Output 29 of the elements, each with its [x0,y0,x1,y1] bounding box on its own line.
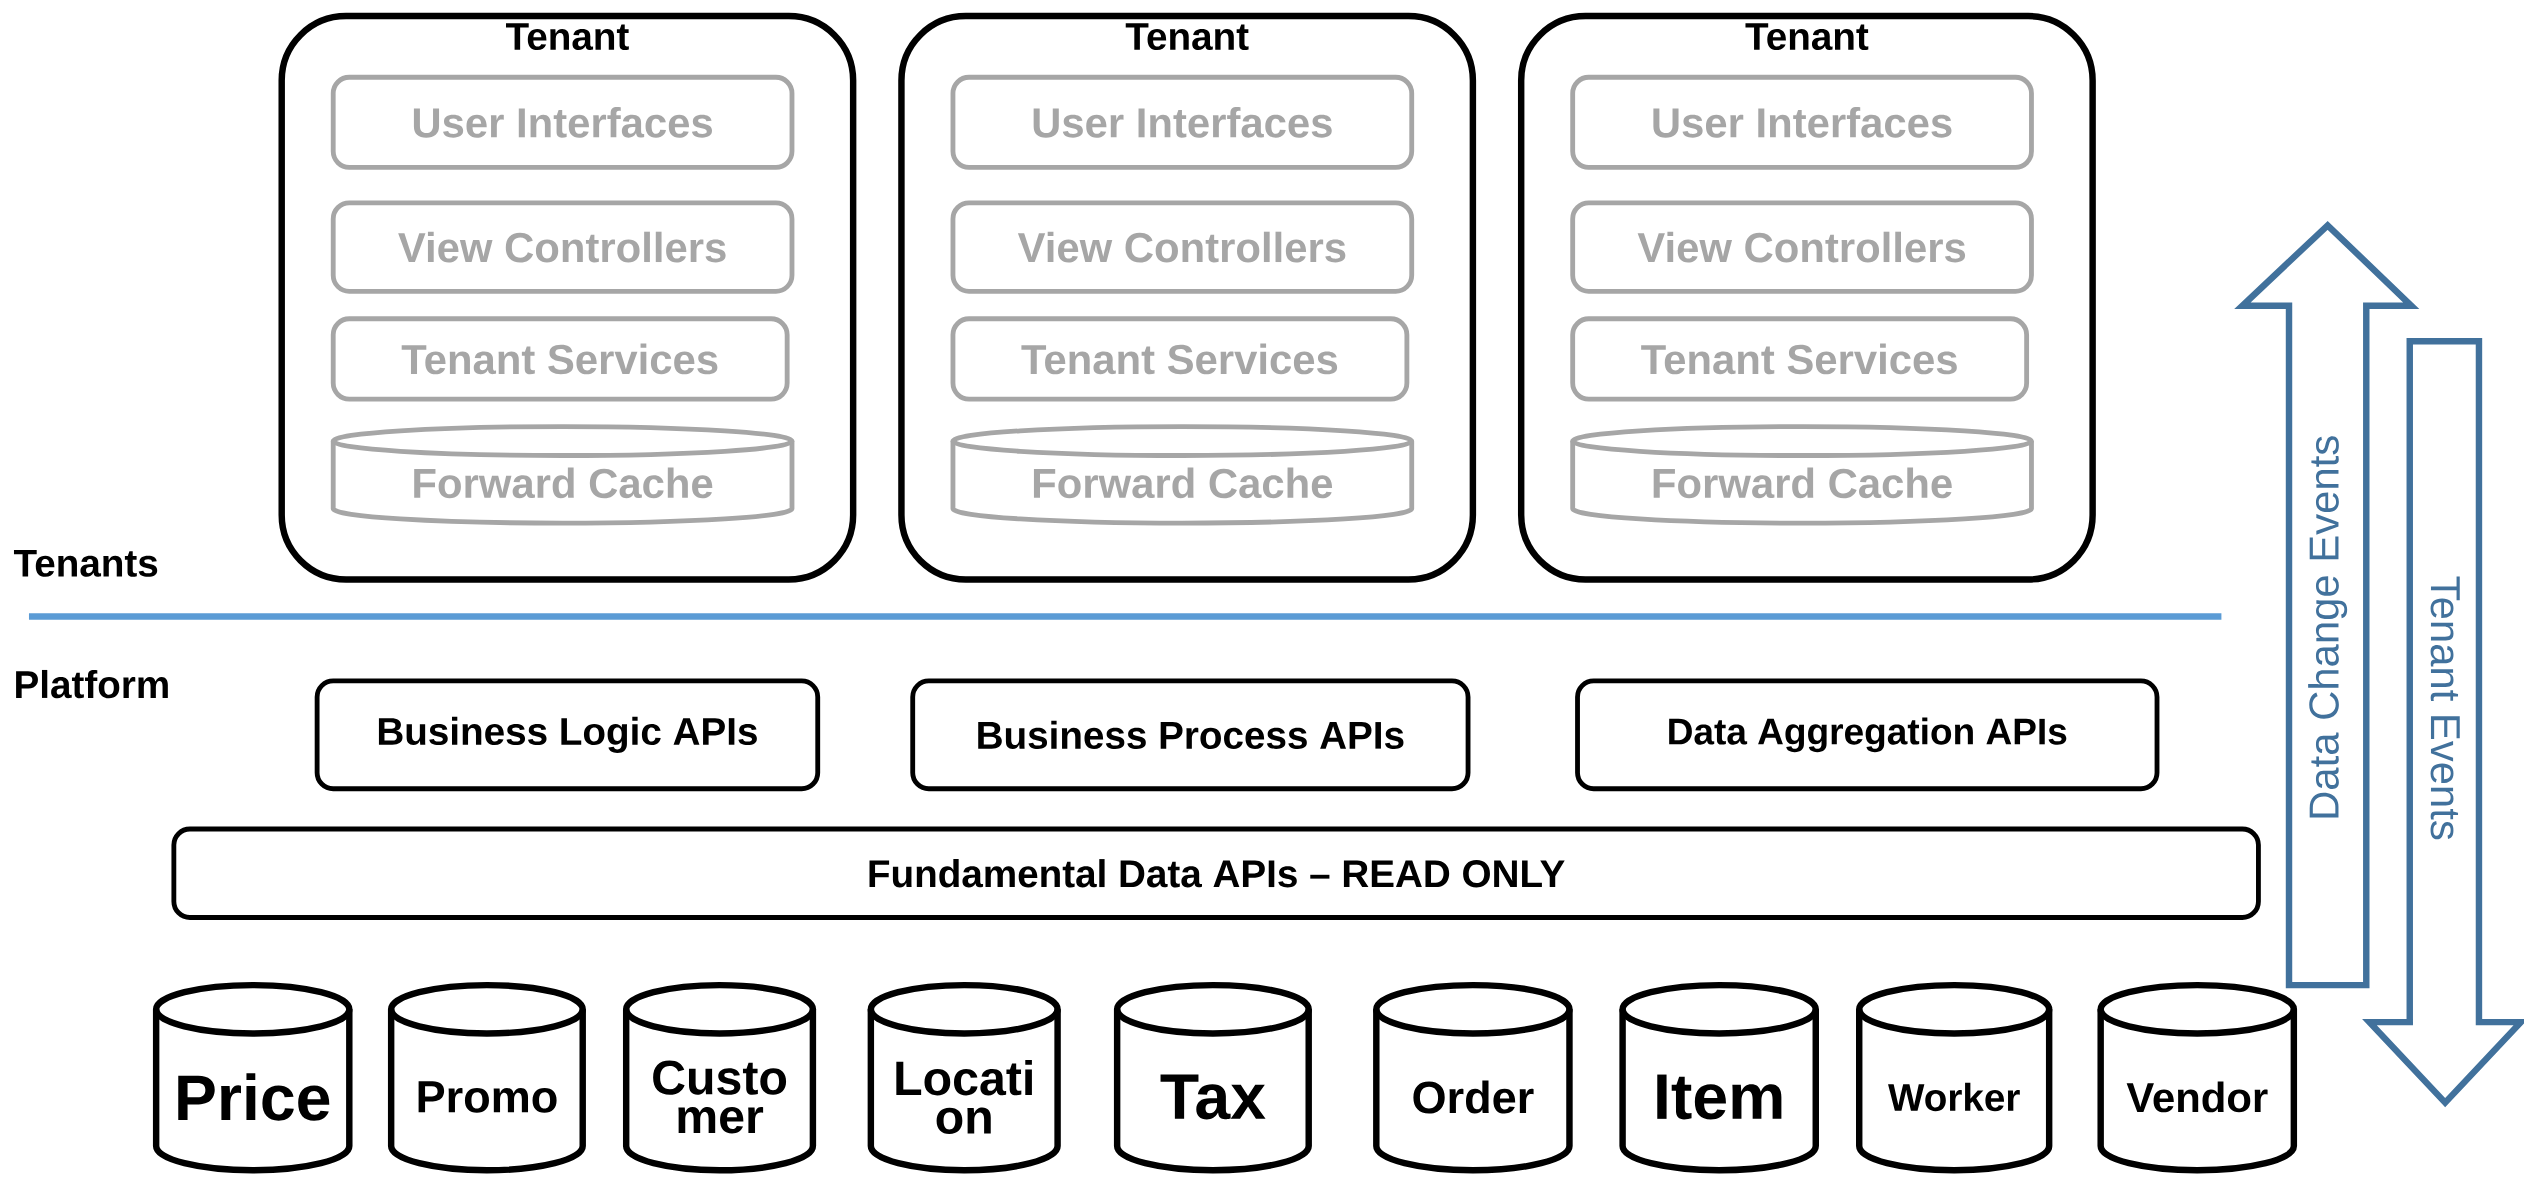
database-cylinder: Item [1619,982,1819,1174]
layer-box: View Controllers [330,200,795,294]
section-label: Platform [16,670,168,699]
database-cylinder: Locati on [867,982,1061,1174]
layer-box: Tenant Services [950,316,1410,402]
database-cylinder: Worker [1856,982,2053,1174]
cache-cylinder: Forward Cache [1570,424,2034,526]
database-cylinder: Vendor [2097,982,2298,1174]
layer-box: View Controllers [1570,200,2034,294]
layer-box: View Controllers [950,200,1415,294]
cache-cylinder: Forward Cache [950,424,1415,526]
cache-cylinder: Forward Cache [330,424,795,526]
database-cylinder: Price [152,982,353,1174]
api-box: Business Logic APIs [314,678,821,792]
database-cylinder: Tax [1113,982,1312,1174]
arrow-label: Data Change Events [2308,436,2348,818]
database-cylinder: Custo mer [622,982,817,1174]
layer-box: User Interfaces [1570,75,2034,170]
api-box: Business Process APIs [910,678,1471,792]
database-cylinder: Promo [387,982,586,1174]
database-cylinder: Order [1373,982,1573,1174]
api-box: Data Aggregation APIs [1575,678,2160,792]
api-box: Fundamental Data APIs – READ ONLY [171,826,2261,921]
layer-box: User Interfaces [950,75,1415,170]
layer-box: Tenant Services [1570,316,2030,402]
arrow-label: Tenant Events [2430,576,2460,840]
layer-box: User Interfaces [330,75,795,170]
layer-box: Tenant Services [330,316,790,402]
section-label: Tenants [14,550,158,577]
